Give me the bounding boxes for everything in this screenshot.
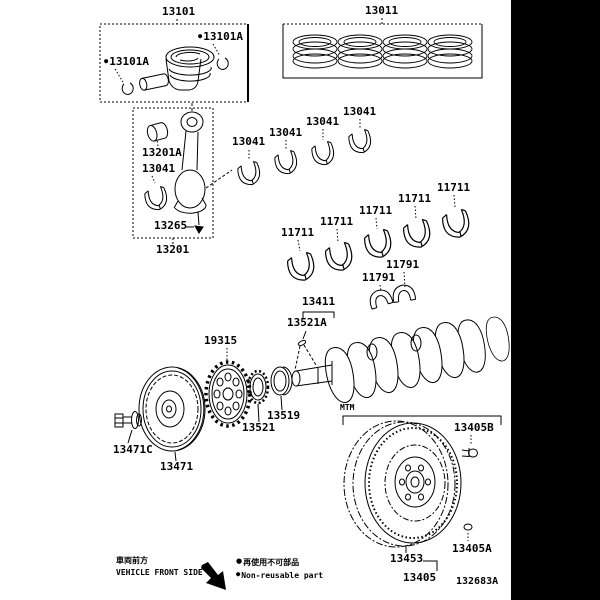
snap-ring-drawing-right [216,57,229,70]
callout-pulley[interactable]: 13471 [160,460,194,473]
callout-thrust-washer-2[interactable]: 11791 [386,258,420,271]
snap-ring-drawing-left [121,82,134,95]
callout-pulley-bolt[interactable]: 13471C [113,443,153,456]
callout-main-bearing-2[interactable]: 11711 [320,215,354,228]
pulley-bolt-drawing [114,411,142,429]
callout-rod-bushing[interactable]: 13201A [142,146,182,159]
rod-box [132,107,214,244]
callout-rod-bearing-4[interactable]: 13041 [343,105,377,118]
non-reusable-dot-icon: ● [198,32,203,40]
callout-crankshaft[interactable]: 13411 [302,295,336,308]
legend-non-reusable-en: ●Non-reusable part [236,570,324,580]
callout-timing-gear[interactable]: 13521 [242,421,276,434]
timing-gear-drawing [246,369,270,405]
flywheel-drawing [343,420,462,548]
callout-flywheel-bolt[interactable]: 13405B [454,421,494,434]
thrust-washer-drawing-1 [366,286,394,310]
rings-box [282,18,483,79]
rod-bolt-drawing [194,211,204,234]
callout-crankshaft-key[interactable]: 13521A [287,316,327,329]
main-bearing-drawing-5 [439,207,473,242]
callout-piston[interactable]: 13101 [162,5,196,18]
flywheel-pin-drawing [463,523,473,531]
callout-main-bearing-5[interactable]: 11711 [437,181,471,194]
callout-sensor-plate[interactable]: 19315 [204,334,238,347]
piston-box [99,19,249,103]
callout-flywheel-sub-assy[interactable]: 13453 [390,552,424,565]
callout-timing-gear-spacer[interactable]: 13519 [267,409,301,422]
sensor-plate-drawing [204,360,252,428]
callout-main-bearing-3[interactable]: 11711 [359,204,393,217]
connecting-rod-drawing [146,111,207,214]
non-reusable-dot-icon: ● [236,570,241,578]
non-reusable-dot-icon: ● [104,57,109,65]
rod-bearing-drawing-2 [272,149,301,177]
main-bearing-drawing-1 [284,250,318,285]
callout-rod-bearing-0[interactable]: 13041 [142,162,176,175]
rod-bearing-drawing-3 [309,140,338,168]
legend-non-reusable-jp: ●再使用不可部品 [236,557,300,567]
front-label-en: VEHICLE FRONT SIDE [116,568,203,577]
figure-code: 132683A [456,576,499,587]
front-direction-arrow [201,562,226,590]
piston-pin-drawing [139,73,169,91]
callout-main-bearing-1[interactable]: 11711 [281,226,315,239]
thrust-washer-drawing-2 [390,283,417,303]
front-label-jp: 車両前方 [116,556,148,565]
callout-rod-bearing-1[interactable]: 13041 [232,135,266,148]
non-reusable-dot-icon: ● [236,557,243,565]
scan-black-bar [511,0,600,600]
rod-bearing-drawing-1 [235,160,264,188]
main-bearing-drawing-4 [400,217,434,252]
callout-piston-pin-set-left[interactable]: ●13101A [104,55,149,68]
mtm-bracket [342,415,502,425]
callout-flywheel-pin[interactable]: 13405A [452,542,492,555]
leader-lines [114,43,472,571]
main-bearing-drawing-2 [322,240,356,275]
rod-bearing-drawing-4 [346,128,375,156]
ring-set-drawing [292,34,473,69]
mtm-tag: MTM [340,403,355,412]
rod-bearing-drawing-0 [142,185,171,213]
timing-gear-spacer-drawing [270,366,293,396]
crankshaft-key-drawing [294,340,317,371]
pulley-drawing [138,366,206,452]
callout-flywheel[interactable]: 13405 [403,571,437,584]
callout-piston-ring-set[interactable]: 13011 [365,4,399,17]
callout-thrust-washer-1[interactable]: 11791 [362,271,396,284]
callout-main-bearing-4[interactable]: 11711 [398,192,432,205]
callout-piston-pin-set-right[interactable]: ●13101A [198,30,243,43]
flywheel-bolt-drawing [461,448,478,458]
callout-rod-bearing-3[interactable]: 13041 [306,115,340,128]
callout-rod-bearing-2[interactable]: 13041 [269,126,303,139]
piston-drawing [165,46,215,91]
main-bearing-drawing-3 [361,227,395,262]
callout-connecting-rod[interactable]: 13201 [156,243,190,256]
callout-rod-bolt[interactable]: 13265 [154,219,188,232]
